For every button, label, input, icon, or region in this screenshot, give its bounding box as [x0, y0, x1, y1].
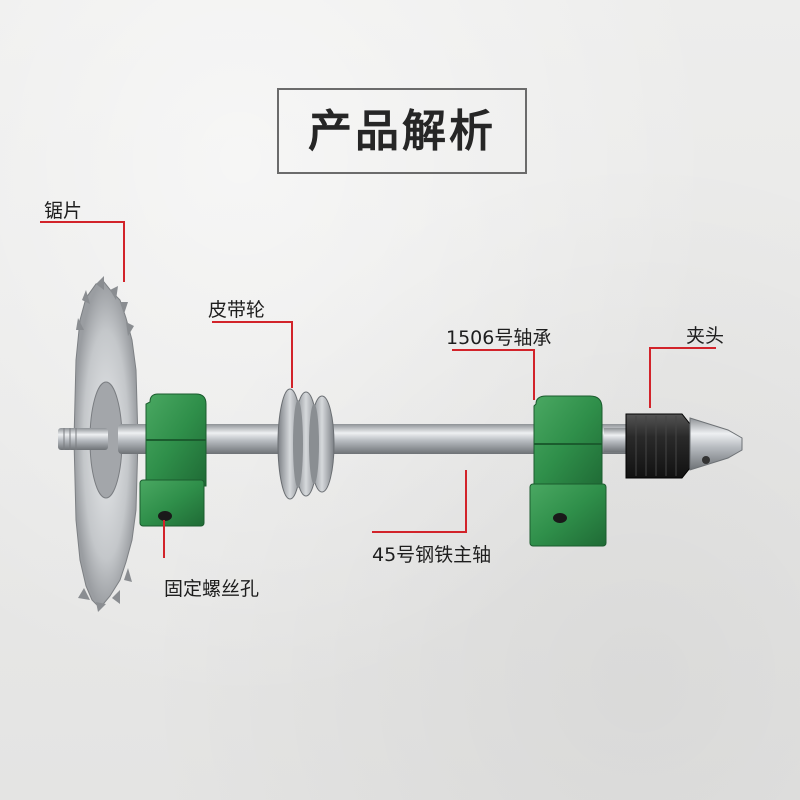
leader-lines: [40, 221, 716, 558]
page-title: 产品解析: [308, 106, 496, 157]
label-saw-blade: 锯片: [44, 200, 83, 222]
label-screw-hole: 固定螺丝孔: [164, 578, 260, 600]
shaft-thread-end: [58, 428, 108, 450]
main-shaft: [118, 424, 638, 454]
left-bearing: [139, 393, 207, 527]
drill-chuck: [604, 413, 743, 479]
right-bearing: [529, 395, 607, 547]
label-bearing: 1506号轴承: [446, 327, 552, 349]
title-frame: [277, 88, 527, 174]
belt-pulley: [277, 388, 335, 500]
label-pulley: 皮带轮: [208, 299, 266, 321]
label-shaft: 45号钢铁主轴: [372, 544, 492, 566]
label-chuck: 夹头: [686, 325, 725, 347]
screw-hole: [158, 511, 172, 521]
thread-lines: [63, 428, 77, 450]
